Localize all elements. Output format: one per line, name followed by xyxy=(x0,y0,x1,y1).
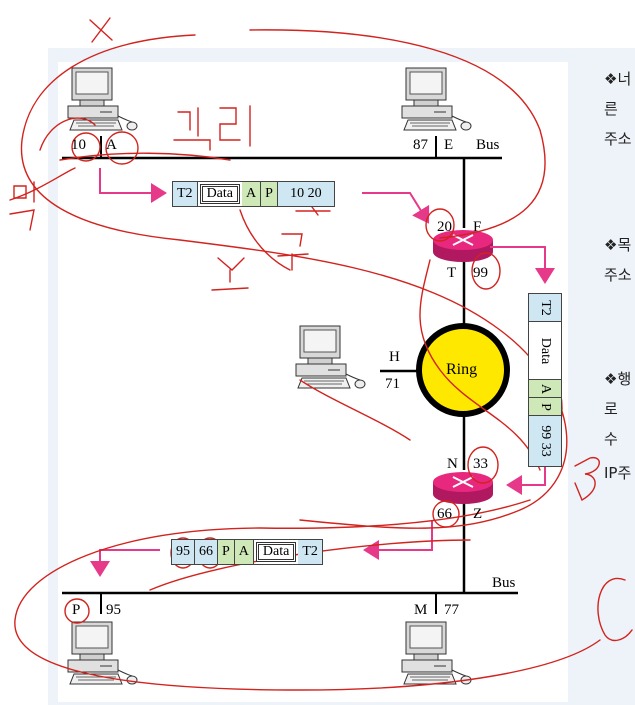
host-H-address: 71 xyxy=(385,376,400,392)
host-H-name: H xyxy=(389,349,400,365)
router-bottom-name-2: Z xyxy=(473,506,483,522)
host-E-computer xyxy=(401,67,472,131)
host-M-name: M xyxy=(414,602,428,618)
host-A-name: A xyxy=(106,137,117,153)
packet-3-src-logical: A xyxy=(234,540,254,564)
top-bus-label: Bus xyxy=(476,137,500,153)
side-text-7: 로 xyxy=(604,400,618,418)
side-text-9: IP주 xyxy=(604,464,632,482)
router-bottom-name-1: N xyxy=(447,456,458,472)
side-text-4: ❖목 xyxy=(604,236,632,254)
host-M-address: 77 xyxy=(444,602,459,618)
host-M-computer xyxy=(401,621,472,685)
packet-2: T2 Data A P 99 33 xyxy=(528,293,562,467)
side-text-6: ❖행 xyxy=(604,370,632,388)
host-P-computer xyxy=(67,621,138,685)
router-top-name-1: F xyxy=(473,219,482,235)
side-text-1: ❖너 xyxy=(604,70,632,88)
packet-3-src-physical: 66 xyxy=(195,540,218,564)
bottom-bus-label: Bus xyxy=(492,575,516,591)
packet-2-data: Data xyxy=(529,322,561,380)
ring-label: Ring xyxy=(446,361,478,378)
router-top-address-2: 99 xyxy=(473,265,488,281)
packet-3-dst-logical: P xyxy=(218,540,235,564)
side-text-8: 수 xyxy=(604,430,618,448)
packet-1-src-logical: A xyxy=(242,182,262,206)
host-E-name: E xyxy=(444,137,454,153)
packet-1-physical: 10 20 xyxy=(277,182,334,206)
host-H-computer xyxy=(295,325,366,389)
side-text-2: 른 xyxy=(604,100,618,118)
router-bottom-address-1: 33 xyxy=(473,456,488,472)
side-text-3: 주소 xyxy=(604,130,632,148)
packet-3-data: Data xyxy=(255,542,297,562)
packet-3: 95 66 P A Data T2 xyxy=(171,539,323,565)
host-P-address: 95 xyxy=(106,602,121,618)
packet-1: T2 Data A P 10 20 xyxy=(172,181,335,207)
packet-2-src-logical: A xyxy=(529,380,561,398)
side-text-5: 주소 xyxy=(604,266,632,284)
router-top-name-2: T xyxy=(447,265,457,281)
packet-1-trailer: T2 xyxy=(173,182,198,206)
packet-2-physical: 99 33 xyxy=(529,416,561,466)
host-A-address: 10 xyxy=(71,137,86,153)
packet-1-data: Data xyxy=(199,184,240,204)
ring-network xyxy=(416,323,510,417)
host-A-computer xyxy=(67,67,138,131)
router-bottom-icon xyxy=(433,472,493,504)
packet-3-trailer: T2 xyxy=(298,540,322,564)
handwritten-annotations xyxy=(9,17,633,691)
packet-2-dst-logical: P xyxy=(529,398,561,416)
host-E-address: 87 xyxy=(413,137,428,153)
router-top-address-1: 20 xyxy=(437,219,452,235)
packet-3-dst-physical: 95 xyxy=(172,540,195,564)
packet-2-trailer: T2 xyxy=(529,294,561,322)
packet-1-dst-logical: P xyxy=(261,182,278,206)
router-bottom-address-2: 66 xyxy=(437,506,452,522)
host-P-name: P xyxy=(72,602,81,618)
